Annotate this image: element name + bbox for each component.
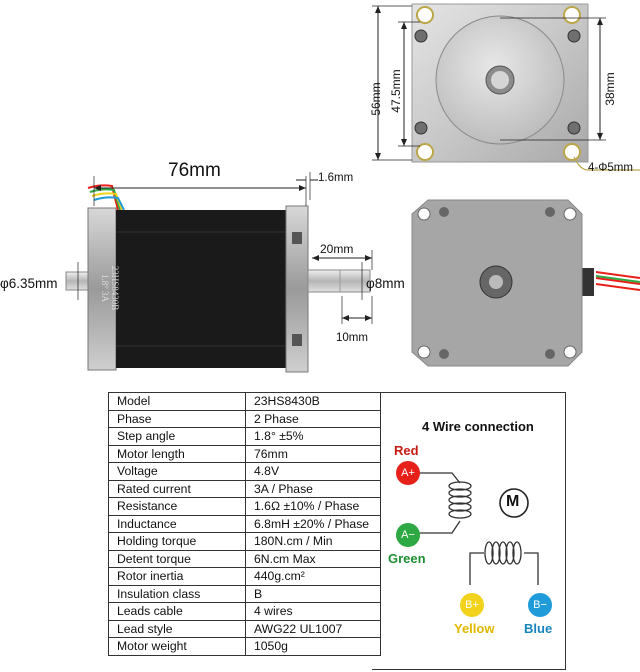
spec-value: 23HS8430B	[245, 392, 381, 411]
spec-value: 440g.cm²	[245, 567, 381, 586]
motor-symbol-circle	[499, 488, 529, 518]
spec-value: 180N.cm / Min	[245, 532, 381, 551]
dim-front-shaft-diameter: φ8mm	[366, 276, 405, 291]
spec-name: Voltage	[108, 462, 246, 481]
motor-sticker: 23HS8430B 1.8° 3A	[100, 260, 120, 316]
mount-hole	[563, 143, 581, 161]
motor-drawings	[65, 3, 640, 373]
spec-name: Step angle	[108, 427, 246, 446]
terminal-4: B−	[528, 593, 552, 617]
spec-value: 4 wires	[245, 602, 381, 621]
dim-flange-size: 56mm	[369, 82, 383, 116]
spec-value: B	[245, 584, 381, 603]
flange-front-view	[372, 3, 640, 171]
dim-length: 76mm	[168, 160, 221, 181]
dim-mount-holes: 4-Φ5mm	[588, 162, 633, 174]
spec-value: 1.6Ω ±10% / Phase	[245, 497, 381, 516]
terminal-2: A−	[396, 523, 420, 547]
spec-value: 6.8mH ±20% / Phase	[245, 514, 381, 533]
dim-rear-shaft-diameter: φ6.35mm	[0, 276, 58, 291]
wiring-diagram	[418, 472, 539, 585]
mount-hole	[563, 6, 581, 24]
terminal-1: A+	[396, 461, 420, 485]
spec-value: 4.8V	[245, 462, 381, 481]
spec-name: Model	[108, 392, 246, 411]
dim-boss-diameter: 38mm	[603, 72, 617, 106]
dim-shaft-length: 20mm	[320, 242, 354, 256]
motor-sticker-rating: 1.8° 3A	[100, 273, 110, 303]
spec-name: Motor weight	[108, 637, 246, 656]
motor-sticker-model: 23HS8430B	[110, 265, 120, 311]
terminal-3: B+	[460, 593, 484, 617]
spec-name: Insulation class	[108, 584, 246, 603]
spec-value: 1.8° ±5%	[245, 427, 381, 446]
spec-value: AWG22 UL1007	[245, 619, 381, 638]
spec-name: Rated current	[108, 479, 246, 498]
spec-value: 6N.cm Max	[245, 549, 381, 568]
spec-name: Inductance	[108, 514, 246, 533]
motor-side-view	[65, 172, 373, 373]
dim-flat-length: 10mm	[336, 332, 368, 344]
spec-name: Rotor inertia	[108, 567, 246, 586]
wire-color-label: Yellow	[454, 621, 495, 636]
spec-value: 2 Phase	[245, 409, 381, 428]
wire-color-label: Blue	[524, 621, 553, 636]
spec-name: Phase	[108, 409, 246, 428]
wiring-title: 4 Wire connection	[422, 419, 534, 434]
mount-hole	[416, 143, 434, 161]
mount-hole	[416, 6, 434, 24]
spec-name: Resistance	[108, 497, 246, 516]
wire-color-label: Red	[394, 443, 419, 458]
wire-color-label: Green	[388, 551, 426, 566]
spec-value: 76mm	[245, 444, 381, 463]
spec-value: 3A / Phase	[245, 479, 381, 498]
motor-symbol: M	[506, 493, 520, 510]
spec-name: Lead style	[108, 619, 246, 638]
dim-hole-spacing: 47.5mm	[389, 69, 403, 113]
motor-rear-view	[411, 199, 640, 367]
spec-name: Motor length	[108, 444, 246, 463]
spec-name: Detent torque	[108, 549, 246, 568]
spec-value: 1050g	[245, 637, 381, 656]
dim-flange-thickness: 1.6mm	[318, 172, 354, 184]
spec-name: Holding torque	[108, 532, 246, 551]
spec-name: Leads cable	[108, 602, 246, 621]
